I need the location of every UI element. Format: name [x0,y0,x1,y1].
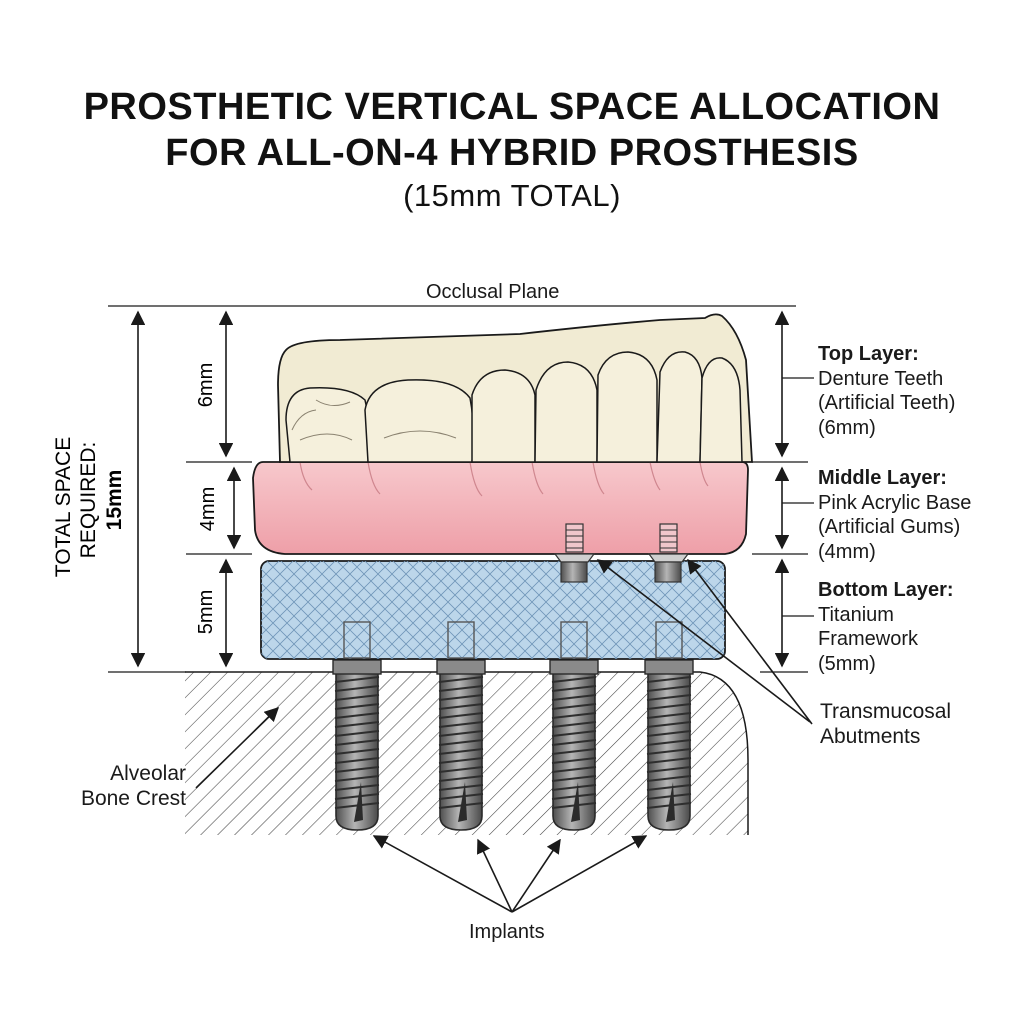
bottom-layer-line-2: Framework [818,628,919,650]
implants-label: Implants [469,921,545,943]
bottom-layer-line-1: Titanium [818,603,894,626]
denture-teeth [277,313,753,463]
middle-layer-line-1: Pink Acrylic Base [818,491,972,514]
bone-crest-line-1: Alveolar [110,762,186,785]
title-line-1: PROSTHETIC VERTICAL SPACE ALLOCATION [83,86,941,128]
bottom-layer-label: Bottom Layer: Titanium Framework (5mm) [818,578,954,676]
abutments-line-1: Transmucosal [820,700,952,723]
top-layer-line-1: Denture Teeth [818,367,944,390]
middle-layer-line-3: (4mm) [818,540,876,563]
implant-3 [549,659,599,831]
implant-group [332,659,694,831]
middle-layer-line-2: (Artificial Gums) [818,516,961,538]
dim-label-top: 6mm [195,363,217,407]
implant-2 [436,659,486,831]
dim-label-middle: 4mm [197,487,219,531]
abutment-right [647,523,690,583]
top-layer-heading: Top Layer: [818,343,919,365]
reference-lines [108,305,808,673]
total-space-line-1: TOTAL SPACE [52,437,75,577]
bottom-layer-heading: Bottom Layer: [818,579,954,601]
top-layer-label: Top Layer: Denture Teeth (Artificial Tee… [818,342,955,440]
abutment-left [553,523,596,583]
implant-1 [332,659,382,831]
top-layer-line-3: (6mm) [818,416,876,439]
middle-layer-label: Middle Layer: Pink Acrylic Base (Artific… [818,466,971,564]
implant-4 [644,659,694,831]
transmucosal-abutments [553,523,690,583]
label-ticks [782,377,814,617]
titanium-framework [260,560,726,660]
bottom-layer-line-3: (5mm) [818,652,876,675]
middle-layer-heading: Middle Layer: [818,467,947,489]
leader-arrows [195,558,813,913]
bone-crest-line-2: Bone Crest [80,786,186,810]
abutments-line-2: Abutments [820,724,921,748]
top-layer-line-2: (Artificial Teeth) [818,392,956,414]
occlusal-plane-label: Occlusal Plane [426,281,560,303]
abutments-label: Transmucosal Abutments [820,700,951,749]
dim-label-bottom: 5mm [195,590,217,634]
dimension-arrows [130,310,790,668]
total-space-line-2: REQUIRED: [77,442,100,559]
total-space-line-3: 15mm [103,470,126,531]
pink-acrylic-base [252,461,749,555]
title-line-2: FOR ALL-ON-4 HYBRID PROSTHESIS [165,132,859,174]
title-line-3: (15mm TOTAL) [403,178,621,213]
bone-crest-label: Alveolar Bone Crest [72,762,186,811]
